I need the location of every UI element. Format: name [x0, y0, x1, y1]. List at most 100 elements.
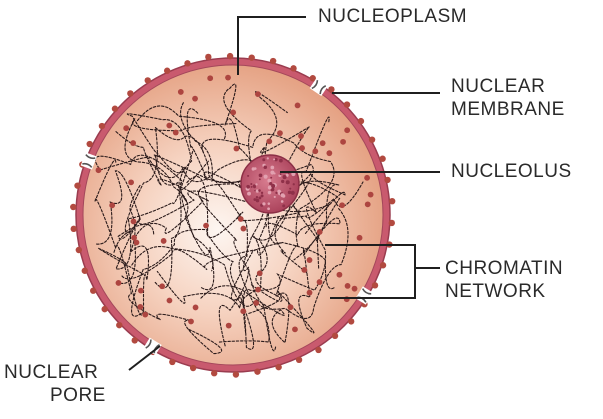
membrane-granule: [328, 86, 335, 93]
nucleolus-speck: [253, 185, 256, 189]
label-nucleolus: NUCLEOLUS: [451, 161, 572, 182]
chromatin-granule: [316, 279, 323, 285]
chromatin-granule: [253, 300, 260, 306]
label-chromatin-line1: CHROMATIN: [445, 258, 564, 279]
chromatin-strand: [131, 208, 349, 320]
chromatin-granule: [166, 122, 173, 129]
membrane-granule: [75, 246, 83, 254]
chromatin-granule: [130, 218, 137, 225]
nucleolus-speck: [271, 183, 276, 189]
chromatin-strand: [94, 159, 223, 355]
chromatin-strand: [96, 148, 194, 270]
membrane-granule: [70, 225, 77, 233]
nucleolus-speck: [255, 189, 260, 193]
nucleolus-speck: [260, 191, 264, 195]
chromatin-granule: [166, 297, 173, 304]
chromatin-granule: [339, 202, 345, 209]
nucleolus-speck: [273, 195, 276, 198]
membrane-granule: [127, 90, 134, 97]
nucleolus-speck: [258, 196, 262, 200]
chromatin-granule: [255, 286, 261, 293]
chromatin-granule: [319, 140, 326, 147]
chromatin-granule: [207, 75, 214, 82]
membrane-granule: [347, 318, 355, 325]
label-nuclear-pore-line2: PORE: [50, 385, 106, 406]
chromatin-granule: [225, 74, 231, 81]
nucleolus-speck: [280, 193, 285, 198]
chromatin-strand: [121, 181, 364, 280]
nucleolus-speck: [258, 178, 261, 181]
membrane-granule: [111, 105, 119, 112]
membrane-granule: [269, 57, 277, 65]
membrane-granule: [86, 140, 93, 148]
chromatin-granule: [287, 304, 294, 311]
label-nucleoplasm: NUCLEOPLASM: [318, 6, 468, 27]
membrane-granule: [384, 176, 391, 184]
nucleolus-speck: [255, 198, 258, 201]
membrane-granule: [309, 75, 316, 82]
membrane-granule: [210, 370, 218, 377]
chromatin-granule: [266, 138, 273, 145]
leader-nucleoplasm: [237, 16, 306, 75]
label-nuclear-pore-line1: NUCLEAR: [4, 362, 99, 383]
nucleolus-speck: [267, 207, 270, 211]
membrane-granule: [379, 262, 387, 269]
membrane-granule: [90, 287, 97, 294]
nucleolus-speck: [287, 190, 292, 195]
membrane-granule: [248, 54, 255, 61]
nucleolus-speck: [253, 198, 257, 201]
chromatin-granule: [233, 145, 240, 152]
chromatin-granule: [298, 133, 304, 139]
nucleolus-speck: [273, 158, 276, 161]
chromatin-granule: [344, 283, 351, 289]
label-nuclear-pore: NUCLEAR PORE: [4, 361, 106, 407]
chromatin-granule: [142, 311, 149, 318]
chromatin-granule: [131, 234, 137, 241]
chromatin-strand: [255, 91, 335, 290]
membrane-granule: [98, 122, 106, 130]
chromatin-strand: [98, 184, 150, 316]
nucleolus-speck: [281, 179, 285, 184]
membrane-granule: [275, 363, 282, 371]
nuclear-pore: [309, 78, 328, 96]
nucleolus-speck: [262, 202, 266, 206]
chromatin-granule: [340, 138, 346, 145]
nucleolus-speck: [290, 190, 295, 195]
leader-nuclear-pore: [128, 345, 161, 371]
chromatin-granule: [364, 201, 371, 208]
nuclear-pores: [80, 78, 374, 356]
chromatin-granule: [367, 191, 374, 198]
chromatin-strand: [136, 105, 226, 140]
chromatin-granule: [160, 238, 167, 244]
chromatin-strand: [243, 180, 340, 352]
nucleolus-speck: [263, 174, 268, 179]
nucleolus-speck: [269, 181, 273, 186]
label-chromatin-network: CHROMATIN NETWORK: [445, 257, 563, 303]
membrane-granule: [388, 219, 395, 227]
chromatin-granule: [326, 150, 333, 157]
chromatin-granule: [159, 283, 166, 290]
membrane-granule: [163, 67, 171, 74]
membrane-granule: [184, 60, 191, 67]
chromatin-granule: [230, 109, 237, 116]
chromatin-granule: [344, 127, 351, 134]
membrane-granule: [189, 364, 197, 372]
nucleolus-speck: [280, 200, 284, 203]
membrane-granule: [343, 101, 351, 108]
membrane-granule: [131, 337, 138, 344]
nucleolus-speck: [247, 174, 250, 177]
membrane-granule: [226, 52, 234, 60]
nucleolus-speck: [267, 190, 272, 195]
membrane-granule: [379, 155, 386, 162]
membrane-granule: [357, 117, 365, 125]
chromatin-granule: [123, 125, 130, 132]
nucleolus-speck: [260, 194, 264, 198]
membrane-granule: [70, 203, 77, 211]
chromatin-strand: [115, 131, 249, 348]
nucleolus-speck: [263, 165, 268, 170]
chromatin-granule: [364, 174, 371, 181]
membrane-granule: [331, 332, 339, 340]
membrane-granule: [205, 53, 212, 61]
chromatin-strand: [94, 154, 260, 191]
chromatin-network: [94, 83, 364, 355]
